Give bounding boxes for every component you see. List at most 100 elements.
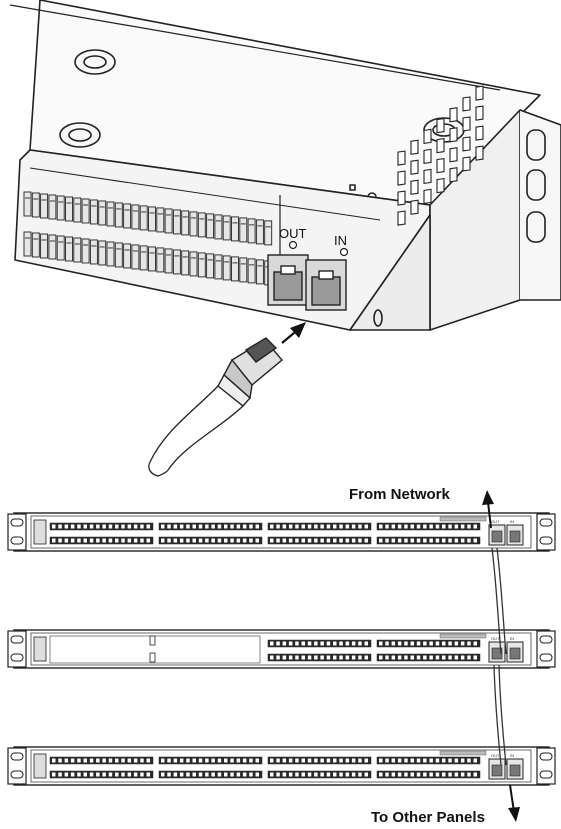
terminal-contact (56, 195, 65, 221)
terminal-contact (189, 211, 198, 237)
terminal-pin (198, 524, 203, 529)
terminal-pin (301, 655, 305, 660)
terminal-pin (364, 641, 368, 646)
terminal-pin (186, 524, 190, 529)
terminal-pin (379, 758, 383, 763)
terminal-pin (410, 538, 414, 543)
terminal-pin (121, 524, 125, 529)
terminal-pin (276, 538, 280, 543)
terminal-strip (158, 536, 263, 545)
terminal-pin (236, 538, 241, 543)
terminal-pin (179, 772, 184, 777)
port-socket (509, 530, 521, 543)
cable-middle-to-bottom (498, 664, 507, 766)
terminal-pin (173, 772, 178, 777)
terminal-pin (379, 524, 383, 529)
terminal-pin (77, 524, 81, 529)
terminal-pin (473, 758, 477, 763)
model-label-strip (439, 633, 487, 639)
terminal-pin (230, 772, 234, 777)
terminal-pin (467, 772, 471, 777)
terminal-pin (52, 772, 56, 777)
terminal-pin (89, 758, 94, 763)
terminal-pin (345, 641, 350, 646)
terminal-pin (307, 538, 312, 543)
terminal-pin (326, 538, 331, 543)
terminal-pin (211, 538, 215, 543)
terminal-blocks (23, 191, 273, 286)
terminal-pin (276, 772, 280, 777)
terminal-pin (448, 524, 452, 529)
terminal-pin (242, 758, 247, 763)
terminal-pin (161, 758, 165, 763)
terminal-pin (448, 758, 452, 763)
vent-slot (475, 145, 484, 161)
terminal-pin (64, 772, 69, 777)
terminal-pin (454, 538, 459, 543)
terminal-strip (158, 770, 263, 779)
terminal-strip (49, 522, 154, 531)
terminal-pin (127, 538, 132, 543)
terminal-pin (416, 538, 421, 543)
terminal-pin (397, 538, 402, 543)
terminal-pin (173, 758, 178, 763)
terminal-pin (385, 524, 389, 529)
terminal-strip (267, 536, 372, 545)
vent-slot (397, 190, 406, 206)
terminal-contact (197, 212, 206, 238)
terminal-pin (295, 538, 299, 543)
terminal-pin (295, 655, 299, 660)
terminal-pin (442, 772, 446, 777)
vent-slot (436, 177, 445, 194)
terminal-contact (131, 204, 140, 230)
terminal-pin (205, 538, 209, 543)
terminal-pin (423, 641, 427, 646)
terminal-contact (255, 259, 264, 285)
terminal-pin (314, 758, 318, 763)
terminal-pin (320, 758, 324, 763)
terminal-pin (404, 524, 408, 529)
terminal-contact (148, 206, 156, 232)
terminal-pin (77, 758, 81, 763)
terminal-pin (454, 524, 459, 529)
terminal-pin (435, 524, 440, 529)
terminal-pin (121, 538, 125, 543)
terminal-pin (339, 538, 343, 543)
terminal-pin (58, 538, 62, 543)
vent-slot (449, 167, 458, 183)
terminal-pin (96, 772, 100, 777)
terminal-pin (146, 524, 150, 529)
terminal-pin (249, 772, 253, 777)
vent-slot (423, 148, 432, 165)
terminal-pin (314, 641, 318, 646)
ear-slot (10, 752, 24, 761)
terminal-pin (89, 538, 94, 543)
panel-cables (491, 547, 507, 766)
terminal-pin (339, 758, 343, 763)
terminal-pin (358, 758, 362, 763)
terminal-pin (288, 538, 293, 543)
terminal-pin (391, 758, 396, 763)
terminal-pin (467, 655, 471, 660)
terminal-pin (364, 538, 368, 543)
terminal-pin (242, 524, 247, 529)
terminal-pin (140, 758, 144, 763)
terminal-pin (211, 758, 215, 763)
terminal-contact (148, 246, 156, 272)
terminal-pin (435, 655, 440, 660)
terminal-pin (179, 538, 184, 543)
vent-slot (410, 159, 419, 175)
terminal-strip (49, 770, 154, 779)
terminal-pin (416, 655, 421, 660)
terminal-pin (410, 772, 414, 777)
vent-slot (410, 179, 419, 195)
panel-port-out-label: OUT (491, 636, 500, 641)
vent-slots (397, 85, 484, 226)
terminal-pin (205, 524, 209, 529)
terminal-pin (186, 772, 190, 777)
terminal-contact (98, 200, 107, 226)
terminal-pin (416, 641, 421, 646)
port-socket (509, 647, 521, 660)
terminal-pin (454, 641, 459, 646)
port-socket (491, 530, 503, 543)
